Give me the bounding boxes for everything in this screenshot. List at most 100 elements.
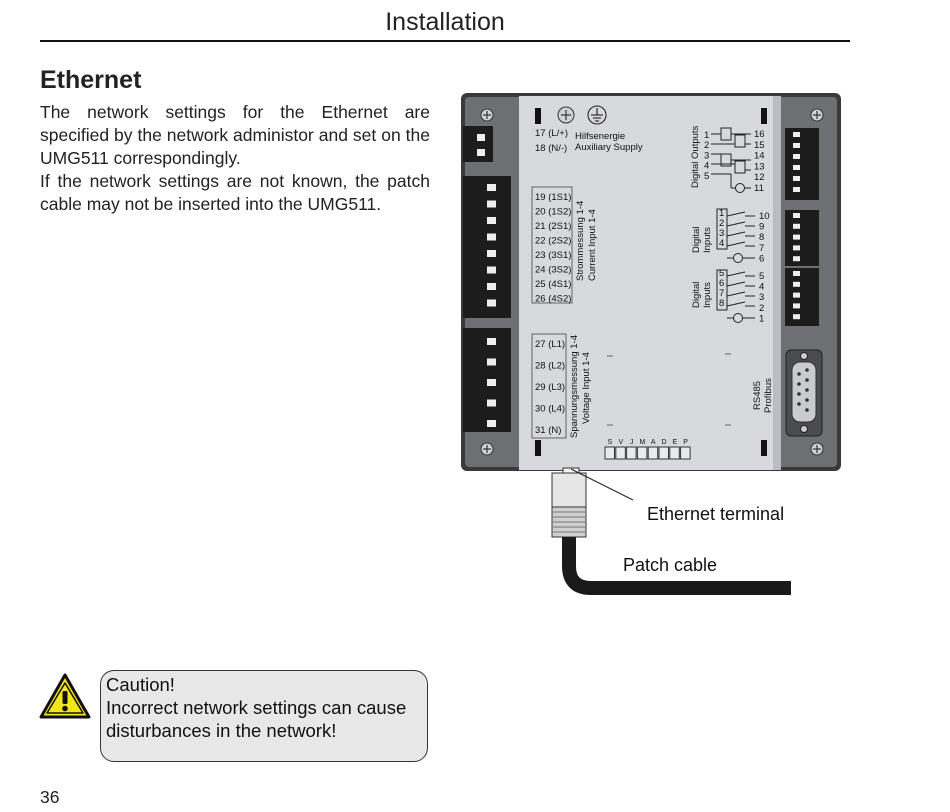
current-input-label-en: Current Input 1-4 — [587, 209, 598, 281]
body-text: The network settings for the Ethernet ar… — [40, 101, 430, 216]
rear-plate-edge-right — [773, 96, 781, 470]
digital-output-number: 2 — [704, 140, 709, 151]
digital-input-number: 3 — [719, 228, 724, 239]
device-rear-panel-figure: 17 (L/+) 18 (N/-) Hilfsenergie Auxiliary… — [461, 93, 841, 595]
rs485-dsub-connector — [785, 349, 823, 437]
supply-label-en: Auxiliary Supply — [575, 142, 643, 153]
terminal-pin — [793, 234, 800, 240]
section-title: Ethernet — [40, 66, 142, 94]
terminal-pin — [793, 143, 800, 148]
digital-output-number: 14 — [754, 151, 765, 162]
digital-input-number: 8 — [759, 232, 764, 243]
ethernet-plug — [551, 472, 587, 538]
digital-output-number: 13 — [754, 161, 765, 172]
dip-switch-block — [647, 446, 659, 460]
voltage-input-label-en: Voltage Input 1-4 — [581, 352, 592, 424]
dip-switch-block — [636, 446, 648, 460]
current-input-pin-label: 22 (2S2) — [535, 236, 571, 247]
rs485-label-line2: Profibus — [763, 378, 774, 413]
digital-input-number: 1 — [759, 313, 764, 324]
terminal-pin — [487, 283, 496, 290]
rear-plate — [519, 96, 781, 470]
terminal-pin — [487, 200, 496, 208]
voltage-input-pin-labels: 27 (L1)28 (L2)29 (L3)30 (L4)31 (N) — [535, 339, 565, 436]
digital-input-number: 9 — [759, 222, 764, 233]
supply-connector — [463, 126, 493, 162]
plate-slot-marks — [535, 108, 767, 456]
voltage-input-connector-pins — [487, 338, 496, 427]
earth-ground-icon — [587, 105, 607, 125]
digital-input-number: 7 — [759, 243, 764, 254]
current-input-pin-label: 21 (2S1) — [535, 221, 571, 232]
digital-input-connector-b — [785, 268, 819, 326]
patch-cable — [562, 537, 791, 595]
terminal-pin — [487, 250, 496, 257]
digital-input-number: 7 — [719, 288, 724, 299]
terminal-pin — [793, 245, 800, 251]
supply-pin-label: 17 (L/+) — [535, 128, 568, 139]
digital-output-number: 3 — [704, 150, 709, 161]
current-input-label-frame — [531, 186, 573, 304]
voltage-input-pin-label: 31 (N) — [535, 425, 561, 436]
digital-input-number: 6 — [759, 253, 764, 264]
terminal-pin — [793, 281, 800, 287]
digital-inputs-a-label-line1: Digital — [691, 227, 702, 253]
digital-input-number: 8 — [719, 298, 724, 309]
terminal-pin — [793, 223, 800, 229]
terminal-pin — [487, 266, 496, 274]
digital-inputs-b-label-line2: Inputs — [702, 282, 713, 308]
digital-output-number: 5 — [704, 171, 709, 182]
current-input-pin-label: 20 (1S2) — [535, 207, 571, 218]
digital-input-number: 3 — [759, 292, 764, 303]
digital-connector-pins — [793, 132, 800, 320]
dip-switch-block — [669, 446, 680, 460]
digital-input-number: 5 — [719, 268, 724, 279]
digital-input-number: 2 — [719, 218, 724, 229]
digital-inputs-a-label-line2: Inputs — [702, 227, 713, 253]
voltage-input-label-de: Spannungsmessung 1-4 — [569, 335, 580, 438]
paragraph-patch-cable-warning: If the network settings are not known, t… — [40, 171, 430, 214]
dip-switch-letter: A — [651, 439, 656, 446]
terminal-pin — [793, 132, 800, 137]
digital-inputs-a-diagram — [716, 208, 755, 263]
supply-label-de: Hilfsenergie — [575, 131, 625, 142]
paragraph-network-settings: The network settings for the Ethernet ar… — [40, 102, 430, 168]
terminal-pin — [793, 303, 800, 309]
voltage-input-label-frame — [531, 333, 567, 439]
digital-input-number: 1 — [719, 208, 724, 219]
terminal-pin — [793, 314, 800, 320]
terminal-pin — [487, 379, 496, 386]
dip-switch-letter: S — [608, 439, 613, 446]
terminal-pin — [487, 399, 496, 407]
terminal-pin — [793, 165, 800, 170]
rs485-label-line1: RS485 — [752, 381, 763, 410]
digital-input-number: 5 — [759, 271, 764, 282]
dip-switch-letter: P — [683, 439, 688, 446]
current-input-pin-label: 25 (4S1) — [535, 279, 571, 290]
terminal-pin — [487, 184, 496, 191]
terminal-pin — [487, 299, 496, 307]
page-number: 36 — [40, 787, 60, 807]
terminal-pin — [793, 256, 800, 262]
current-input-pin-labels: 19 (1S1)20 (1S2)21 (2S1)22 (2S2)23 (3S1)… — [535, 192, 571, 305]
caution-heading: Caution! — [106, 674, 175, 695]
digital-input-number: 4 — [719, 238, 724, 249]
header-rule — [40, 40, 850, 42]
supply-pin-label: 18 (N/-) — [535, 143, 567, 154]
terminal-pin — [487, 233, 496, 241]
digital-outputs-label: Digital Outputs — [690, 125, 701, 188]
terminal-pin — [793, 213, 800, 218]
current-input-connector — [463, 176, 511, 318]
dip-switch-block — [680, 446, 691, 460]
terminal-pin — [793, 154, 800, 159]
current-input-connector-pins — [487, 184, 496, 307]
dip-switch-letter: M — [639, 439, 645, 446]
digital-output-connector — [785, 128, 819, 200]
caution-box: Caution! Incorrect network settings can … — [100, 670, 428, 762]
dip-switch-letter: D — [661, 439, 666, 446]
dip-switch-letter: J — [630, 439, 634, 446]
callout-ethernet-terminal: Ethernet terminal — [647, 504, 784, 524]
